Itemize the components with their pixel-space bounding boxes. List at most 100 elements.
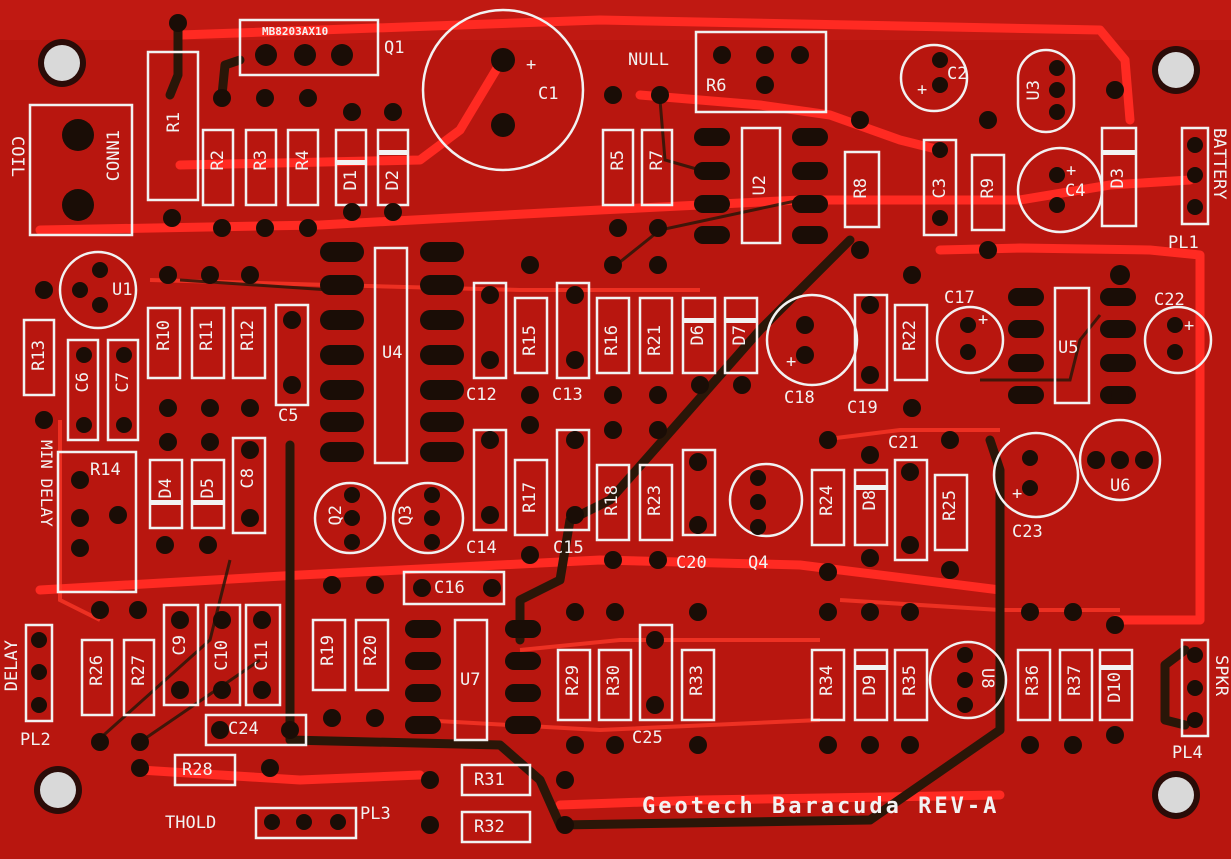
label-r21: R21: [645, 325, 665, 356]
c4-plus: +: [1066, 161, 1077, 181]
label-r15: R15: [520, 325, 540, 356]
label-r33: R33: [687, 665, 707, 696]
label-d3: D3: [1108, 168, 1128, 189]
label-r10: R10: [154, 320, 174, 351]
label-r28: R28: [182, 760, 213, 780]
label-u6: U6: [1110, 476, 1131, 496]
label-r11: R11: [197, 320, 217, 351]
label-r37: R37: [1065, 665, 1085, 696]
label-c17: C17: [944, 288, 975, 308]
label-c2: C2: [947, 64, 968, 84]
label-d4: D4: [156, 478, 176, 499]
label-c15: C15: [553, 538, 584, 558]
label-r34: R34: [817, 665, 837, 696]
label-d2: D2: [383, 170, 403, 191]
label-d1: D1: [341, 170, 361, 191]
label-q2: Q2: [326, 505, 346, 526]
label-c6: C6: [73, 372, 93, 393]
label-c24: C24: [228, 719, 259, 739]
label-u1: U1: [112, 280, 133, 300]
label-c1: C1: [538, 84, 559, 104]
label-delay: DELAY: [2, 640, 22, 692]
label-c23: C23: [1012, 522, 1043, 542]
label-r7: R7: [647, 150, 667, 171]
label-c5: C5: [278, 406, 299, 426]
label-r8: R8: [851, 178, 871, 199]
label-c7: C7: [113, 372, 133, 393]
label-q1-part: MB8203AX10: [262, 25, 329, 38]
label-coil: COIL: [7, 136, 27, 177]
label-r14: R14: [90, 460, 121, 480]
silkscreen-outlines: [22, 8, 1213, 844]
label-d5: D5: [198, 478, 218, 499]
label-d10: D10: [1105, 672, 1125, 703]
label-r23: R23: [645, 485, 665, 516]
label-c9: C9: [170, 635, 190, 656]
label-r19: R19: [318, 635, 338, 666]
label-pl1: PL1: [1168, 233, 1199, 253]
label-u5: U5: [1058, 338, 1079, 358]
label-c25: C25: [632, 728, 663, 748]
label-c18: C18: [784, 388, 815, 408]
label-c3: C3: [930, 178, 950, 199]
label-c13: C13: [552, 385, 583, 405]
label-u3: U3: [1024, 80, 1044, 101]
label-c4: C4: [1065, 181, 1086, 201]
label-u4: U4: [382, 343, 403, 363]
mounting-holes: [34, 39, 1200, 819]
label-c21: C21: [888, 433, 919, 453]
c18-plus: +: [786, 352, 797, 372]
label-c12: C12: [466, 385, 497, 405]
label-thold: THOLD: [165, 813, 217, 833]
ic-pads: [320, 128, 1136, 734]
c2-plus: +: [917, 80, 928, 100]
label-u7: U7: [460, 670, 481, 690]
label-q3: Q3: [396, 505, 416, 526]
label-r20: R20: [361, 635, 381, 666]
label-r16: R16: [602, 325, 622, 356]
label-r31: R31: [474, 770, 505, 790]
label-pl3: PL3: [360, 804, 391, 824]
label-r27: R27: [129, 655, 149, 686]
label-min-delay: MIN DELAY: [37, 440, 56, 527]
label-d8: D8: [860, 490, 880, 511]
label-pl2: PL2: [20, 730, 51, 750]
label-r2: R2: [208, 150, 228, 171]
label-null: NULL: [628, 50, 669, 70]
label-c16: C16: [434, 578, 465, 598]
label-q4: Q4: [748, 553, 769, 573]
c23-plus: +: [1012, 484, 1023, 504]
c22-plus: +: [1184, 316, 1195, 336]
label-r17: R17: [520, 482, 540, 513]
label-c8: C8: [238, 468, 258, 489]
label-r9: R9: [978, 178, 998, 199]
label-spkr: SPKR: [1211, 655, 1231, 696]
label-r5: R5: [608, 150, 628, 171]
label-r13: R13: [29, 340, 49, 371]
label-r1: R1: [164, 112, 184, 133]
label-d6: D6: [688, 325, 708, 346]
label-u2: U2: [750, 175, 770, 196]
label-d9: D9: [860, 675, 880, 696]
label-r3: R3: [251, 150, 271, 171]
label-r35: R35: [900, 665, 920, 696]
label-r26: R26: [87, 655, 107, 686]
label-r6: R6: [706, 76, 727, 96]
label-c10: C10: [212, 640, 232, 671]
label-r4: R4: [293, 150, 313, 171]
label-conn1: CONN1: [104, 130, 124, 182]
label-c11: C11: [252, 640, 272, 671]
label-r22: R22: [900, 320, 920, 351]
label-c14: C14: [466, 538, 497, 558]
label-r36: R36: [1023, 665, 1043, 696]
label-c22: C22: [1154, 290, 1185, 310]
label-d7: D7: [730, 325, 750, 346]
board-title: Geotech Baracuda REV-A: [642, 794, 1000, 819]
through-hole-pads: [31, 14, 1203, 834]
label-r24: R24: [817, 485, 837, 516]
c1-plus: +: [526, 55, 537, 75]
label-r29: R29: [563, 665, 583, 696]
label-u8: U8: [977, 668, 997, 689]
